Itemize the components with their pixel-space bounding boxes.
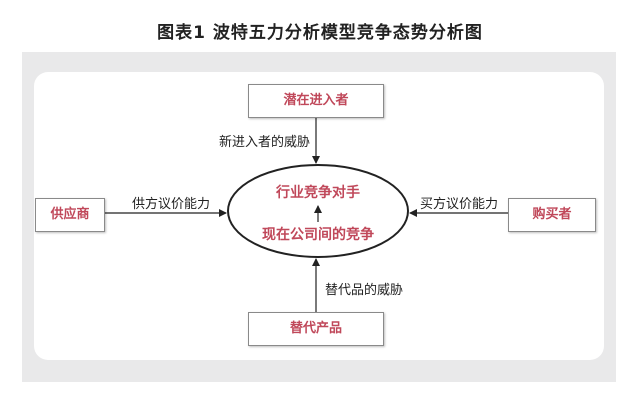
suppliers-box: 供应商 <box>35 198 105 232</box>
potential-entrants-box: 潜在进入者 <box>248 84 384 118</box>
substitute-threat-label: 替代品的威胁 <box>325 283 404 298</box>
diagram-title: 图表1 波特五力分析模型竞争态势分析图 <box>157 23 483 43</box>
supplier-power-label: 供方议价能力 <box>132 197 211 212</box>
suppliers-label: 供应商 <box>50 207 90 222</box>
potential-entrants-label: 潜在进入者 <box>283 93 349 108</box>
buyers-box: 购买者 <box>508 198 596 232</box>
buyers-label: 购买者 <box>532 207 572 222</box>
rivalry-title: 行业竞争对手 <box>276 185 360 201</box>
entrants-threat-label: 新进入者的威胁 <box>219 135 311 150</box>
rivalry-subtitle: 现在公司间的竞争 <box>262 227 374 243</box>
substitutes-box: 替代产品 <box>248 312 384 346</box>
substitutes-label: 替代产品 <box>289 321 342 336</box>
buyer-power-label: 买方议价能力 <box>420 197 499 212</box>
